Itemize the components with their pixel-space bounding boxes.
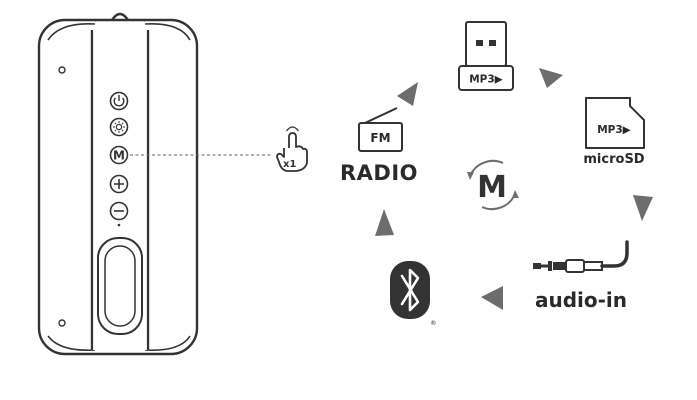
arrow-bluetooth-to-radio-icon	[375, 209, 394, 236]
press-count-label: x1	[283, 159, 296, 170]
volume-up-button[interactable]	[109, 174, 129, 194]
light-icon	[115, 123, 123, 131]
microsd-label: microSD	[583, 152, 644, 167]
cycle-arrows	[375, 68, 653, 310]
bluetooth-registered-mark: ®	[430, 319, 437, 327]
plus-icon	[114, 179, 124, 189]
fm-badge: FM	[370, 131, 390, 145]
speaker: M	[37, 12, 199, 356]
volume-down-button[interactable]	[109, 201, 129, 221]
mode-button[interactable]: M	[109, 145, 129, 165]
microsd-card-icon	[585, 97, 645, 149]
arrow-aux-to-bluetooth-icon	[481, 286, 503, 310]
screw-icon	[58, 66, 66, 74]
port-cover[interactable]	[97, 237, 143, 335]
fm-radio-icon	[358, 107, 403, 152]
indicator-dot	[117, 223, 121, 227]
audio-in-label: audio-in	[535, 288, 627, 312]
microsd-mode: MP3▶ microSD	[583, 97, 645, 167]
aux-cable-icon	[533, 240, 629, 273]
power-button[interactable]	[109, 91, 129, 111]
microsd-mp3-badge: MP3▶	[597, 124, 631, 136]
usb-drive-icon	[458, 21, 514, 91]
mode-cycle-icon: M	[467, 159, 519, 211]
mode-letter: M	[477, 170, 507, 205]
bluetooth-mode: ®	[390, 261, 437, 327]
light-button[interactable]	[109, 117, 129, 137]
mode-button-letter: M	[113, 149, 125, 163]
press-finger-icon: x1	[276, 126, 308, 172]
screw-icon	[58, 319, 66, 327]
arrow-microsd-to-aux-icon	[633, 195, 653, 221]
radio-mode: FM RADIO	[340, 107, 418, 185]
usb-mp3-badge: MP3▶	[469, 74, 503, 86]
arrow-radio-to-usb-icon	[397, 82, 418, 106]
audio-in-mode: audio-in	[533, 240, 629, 312]
usb-mode: MP3▶	[458, 21, 514, 91]
arrow-usb-to-microsd-icon	[539, 68, 563, 88]
radio-label: RADIO	[340, 161, 418, 185]
